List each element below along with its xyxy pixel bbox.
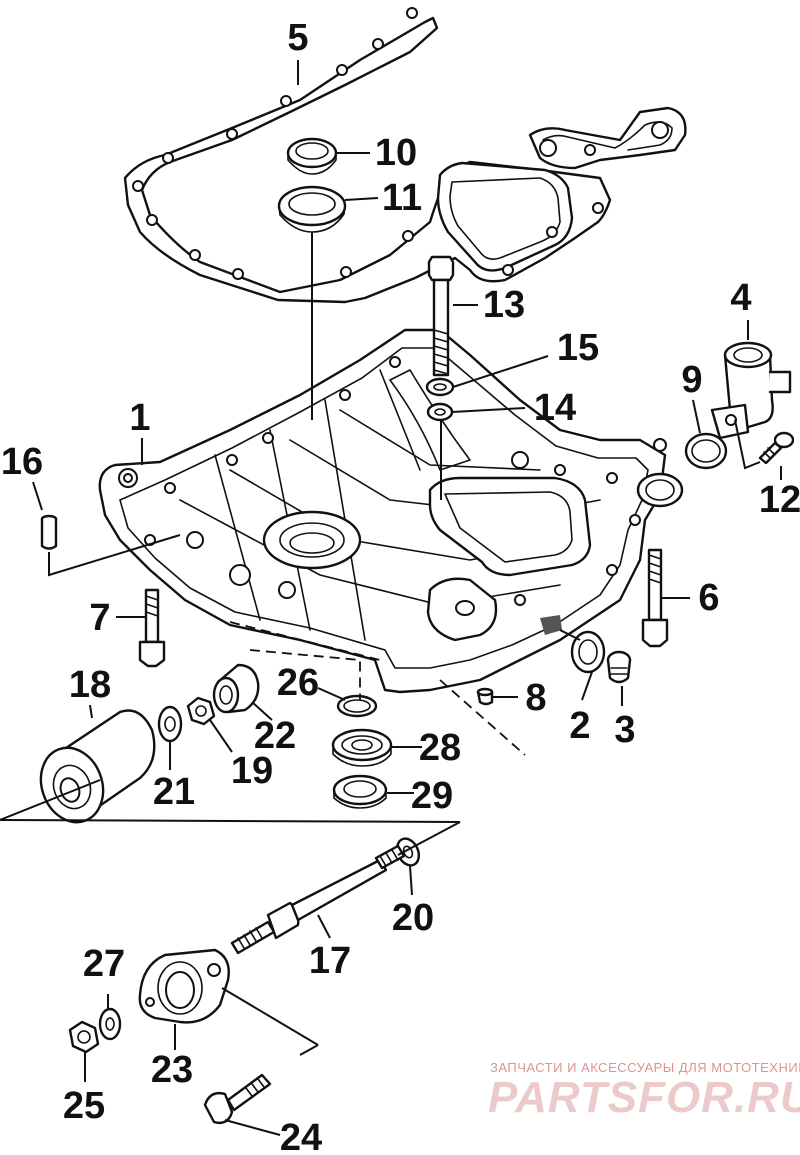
- o-ring-part-9: [684, 432, 728, 470]
- label-18: 18: [69, 664, 111, 706]
- label-10: 10: [375, 132, 417, 174]
- oil-seal-part-11: [277, 185, 347, 233]
- label-24: 24: [280, 1117, 322, 1155]
- label-19: 19: [231, 750, 273, 792]
- oil-filter-part-18: [39, 709, 156, 824]
- label-1: 1: [129, 397, 150, 439]
- gasket-part-2: [570, 630, 606, 674]
- o-ring-part-26: [336, 694, 378, 718]
- label-15: 15: [557, 327, 599, 369]
- bolt-part-24: [203, 1073, 272, 1125]
- long-bolt-part-13: [427, 255, 455, 377]
- washer-part-15: [425, 377, 455, 397]
- pin-part-8: [476, 687, 494, 706]
- nut-part-25: [68, 1020, 100, 1054]
- label-23: 23: [151, 1049, 193, 1091]
- label-27: 27: [83, 943, 125, 985]
- watermark-tagline: ЗАПЧАСТИ И АКСЕССУАРЫ ДЛЯ МОТОТЕХНИКИ: [490, 1060, 800, 1075]
- label-11: 11: [382, 177, 422, 219]
- label-29: 29: [411, 775, 453, 817]
- watermark: ЗАПЧАСТИ И АКСЕССУАРЫ ДЛЯ МОТОТЕХНИКИ PA…: [488, 1060, 800, 1122]
- label-17: 17: [309, 940, 351, 982]
- stud-bolt-part-17: [230, 844, 406, 955]
- label-6: 6: [698, 577, 719, 619]
- label-12: 12: [759, 479, 800, 521]
- label-3: 3: [614, 709, 635, 751]
- label-13: 13: [483, 284, 525, 326]
- bolt-part-6: [641, 548, 669, 648]
- watermark-logo: PARTSFOR.RU: [488, 1073, 800, 1122]
- label-25: 25: [63, 1085, 105, 1127]
- label-26: 26: [277, 662, 319, 704]
- label-7: 7: [89, 597, 110, 639]
- collar-part-22: [212, 663, 260, 714]
- dowel-pin-part-16: [40, 514, 58, 550]
- washer-part-27: [98, 1007, 122, 1041]
- filter-adapter-part-23: [138, 948, 230, 1024]
- label-21: 21: [153, 771, 195, 813]
- drain-plug-part-3: [606, 650, 632, 684]
- label-28: 28: [419, 727, 461, 769]
- label-4: 4: [730, 277, 751, 319]
- label-2: 2: [569, 705, 590, 747]
- part-number-labels: 5 10 11 13 15 14 4 9 12 1 16 6 7 18 26 8…: [1, 17, 800, 1155]
- washer-part-21: [157, 705, 183, 743]
- label-16: 16: [1, 441, 43, 483]
- label-22: 22: [254, 715, 296, 757]
- gasket-part-5: [123, 7, 687, 304]
- label-8: 8: [525, 677, 546, 719]
- label-9: 9: [681, 359, 702, 401]
- leader-lines: [0, 60, 782, 1136]
- washer-part-14: [426, 402, 454, 422]
- bolt-part-7: [138, 588, 166, 668]
- label-20: 20: [392, 897, 434, 939]
- nut-part-19: [186, 696, 216, 726]
- oil-seal-part-10: [286, 137, 338, 175]
- small-bolt-part-12: [758, 431, 795, 465]
- oil-seal-part-29: [332, 774, 388, 809]
- bearing-part-28: [331, 728, 393, 767]
- label-5: 5: [287, 17, 308, 59]
- water-outlet-part-4: [710, 341, 792, 440]
- oil-pan-part-1: [98, 328, 684, 694]
- label-14: 14: [534, 387, 576, 429]
